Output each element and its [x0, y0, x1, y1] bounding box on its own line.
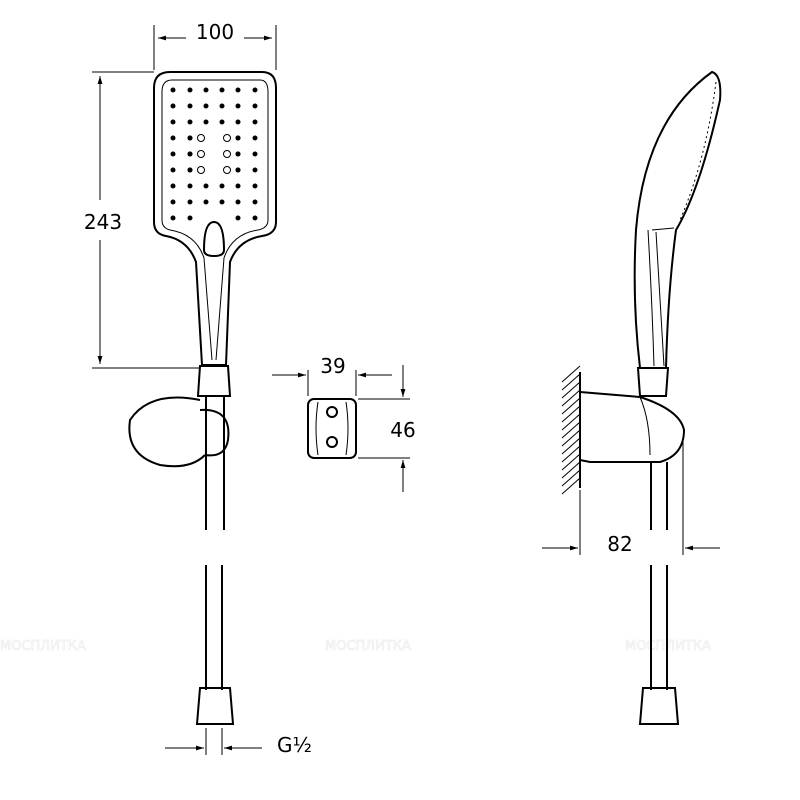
nozzle-dot — [252, 119, 258, 125]
wall-bracket-view: 39 46 — [272, 354, 416, 492]
hatch-line — [561, 413, 581, 431]
nozzle-dot — [170, 183, 176, 189]
hatch-line — [561, 437, 581, 455]
dimension-total-length: 243 — [84, 71, 200, 369]
hatch-line — [561, 389, 581, 407]
nozzle-dot — [219, 87, 225, 93]
nozzle-dot — [203, 119, 209, 125]
nozzle-dot — [252, 167, 258, 173]
nozzle-dot — [203, 87, 209, 93]
hatch-line — [561, 469, 581, 487]
nozzle-dot — [170, 215, 176, 221]
dim-82-label: 82 — [607, 532, 632, 556]
nozzle-dot — [223, 134, 231, 142]
nozzle-dot — [252, 103, 258, 109]
dim-100-label: 100 — [196, 20, 234, 44]
nozzle-dot — [203, 103, 209, 109]
nozzle-dot — [252, 215, 258, 221]
nozzle-dot — [187, 103, 193, 109]
nozzle-dot — [197, 166, 205, 174]
nozzle-dot — [252, 183, 258, 189]
nozzle-dot — [187, 119, 193, 125]
hatch-line — [561, 453, 581, 471]
hatch-line — [561, 461, 581, 479]
nozzle-dot — [235, 135, 241, 141]
nozzle-dot — [235, 199, 241, 205]
nozzle-dot — [235, 183, 241, 189]
nozzle-dot — [187, 183, 193, 189]
nozzle-dot — [219, 119, 225, 125]
nozzle-dot — [203, 199, 209, 205]
dimension-thread: G½ — [165, 728, 312, 757]
dim-46-label: 46 — [390, 418, 415, 442]
nozzle-dot — [187, 87, 193, 93]
nozzle-dot — [235, 215, 241, 221]
nozzle-dot — [170, 167, 176, 173]
watermarks: МОСПЛИТКА МОСПЛИТКА МОСПЛИТКА — [0, 639, 711, 655]
hatch-line — [561, 405, 581, 423]
nozzle-dot — [235, 103, 241, 109]
nozzle-dot — [197, 150, 205, 158]
hand-shower-front-view — [128, 71, 277, 725]
nozzle-dot — [187, 215, 193, 221]
hand-shower-side-view: 82 — [542, 70, 722, 725]
nozzle-dot — [252, 135, 258, 141]
watermark-center: МОСПЛИТКА — [325, 639, 411, 654]
nozzle-dot — [170, 103, 176, 109]
dimension-head-width: 100 — [153, 20, 277, 70]
nozzle-dot — [187, 199, 193, 205]
hatch-line — [561, 421, 581, 439]
nozzle-dot — [170, 199, 176, 205]
nozzle-dot — [252, 151, 258, 157]
hatch-line — [561, 477, 581, 495]
hatch-line — [561, 445, 581, 463]
nozzle-dot — [252, 87, 258, 93]
hatch-line — [561, 397, 581, 415]
nozzle-dot — [170, 135, 176, 141]
hatch-line — [561, 373, 581, 391]
spray-nozzles — [170, 87, 258, 221]
nozzle-dot — [197, 134, 205, 142]
nozzle-dot — [235, 151, 241, 157]
nozzle-dot — [170, 119, 176, 125]
nozzle-dot — [223, 166, 231, 174]
nozzle-dot — [235, 167, 241, 173]
wall-hatch — [561, 365, 581, 495]
nozzle-dot — [219, 199, 225, 205]
watermark-left: МОСПЛИТКА — [0, 639, 86, 654]
nozzle-dot — [187, 135, 193, 141]
dim-243-label: 243 — [84, 210, 122, 234]
hatch-line — [561, 429, 581, 447]
nozzle-dot — [170, 87, 176, 93]
dim-39-label: 39 — [320, 354, 345, 378]
nozzle-dot — [223, 150, 231, 158]
hatch-line — [561, 365, 581, 383]
nozzle-dot — [252, 199, 258, 205]
hatch-line — [561, 381, 581, 399]
nozzle-dot — [219, 183, 225, 189]
nozzle-dot — [187, 151, 193, 157]
nozzle-dot — [235, 119, 241, 125]
nozzle-dot — [187, 167, 193, 173]
nozzle-dot — [235, 87, 241, 93]
nozzle-dot — [219, 103, 225, 109]
nozzle-dot — [170, 151, 176, 157]
nozzle-dot — [203, 183, 209, 189]
dim-thread-label: G½ — [277, 733, 312, 757]
